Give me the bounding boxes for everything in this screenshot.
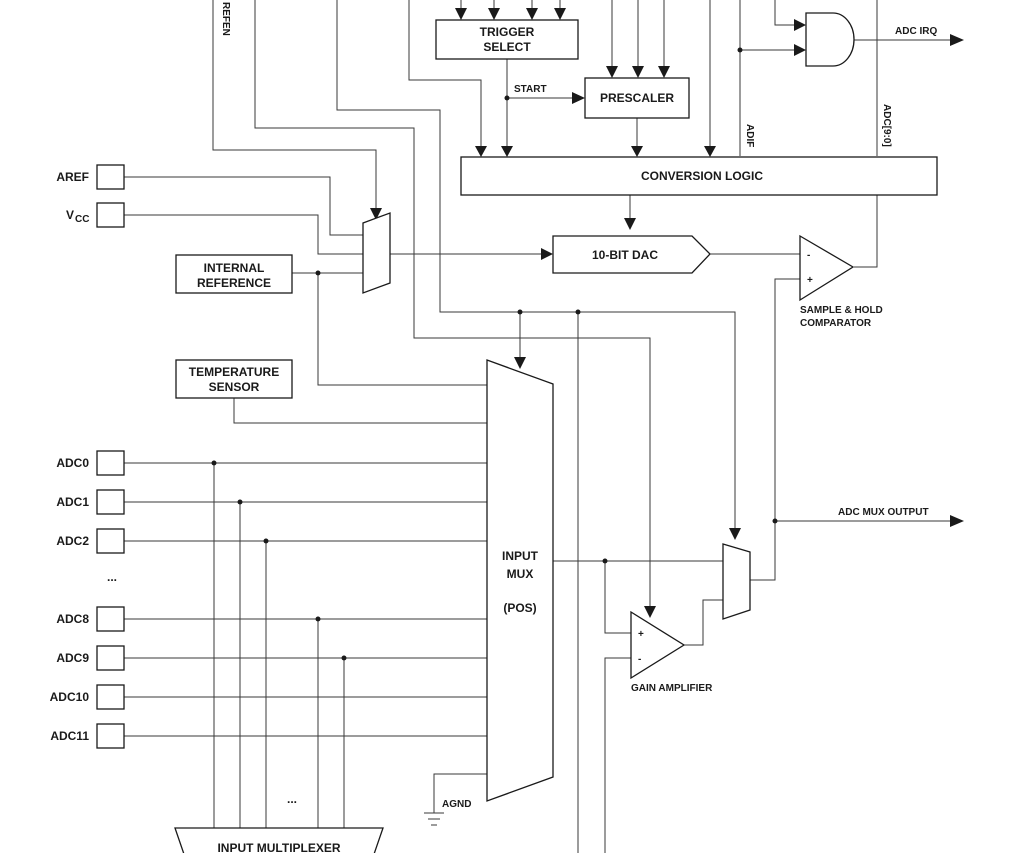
sample-hold-comparator: - + SAMPLE & HOLD COMPARATOR [799,234,883,329]
temperature-sensor-block: TEMPERATURE SENSOR [175,359,293,399]
pin-label-adc1: ADC1 [56,495,89,509]
pin-label-adc0: ADC0 [56,456,89,470]
prescaler-block: PRESCALER [584,77,690,119]
internal-reference-label-1: INTERNAL [204,261,265,275]
vcc-subscript: CC [75,214,89,225]
reference-mux [362,212,391,294]
pin-vcc: V CC [66,202,125,228]
input-mux-block: INPUT MUX (POS) [486,359,554,802]
input-multiplexer-label: INPUT MULTIPLEXER [217,841,340,853]
prescaler-label: PRESCALER [600,91,674,105]
adc-mux-output-label: ADC MUX OUTPUT [838,507,929,518]
conversion-logic-block: CONVERSION LOGIC [460,156,938,196]
amplifier-plus-sign: + [638,629,644,640]
input-multiplexer-block: INPUT MULTIPLEXER [174,827,384,853]
comparator-minus-sign: - [807,250,810,261]
channel-ellipsis: ... [107,570,117,584]
pin-label-adc10: ADC10 [50,690,90,704]
conversion-logic-label: CONVERSION LOGIC [641,169,763,183]
input-mux-label-2: MUX [507,567,534,581]
adc-bus-signal-label: ADC[9:0] [881,104,892,147]
input-mux-label-3: (POS) [503,601,536,615]
pin-label-adc2: ADC2 [56,534,89,548]
temperature-sensor-label-1: TEMPERATURE [189,365,279,379]
internal-reference-block: INTERNAL REFERENCE [175,254,293,294]
adc-channel-pins: ADC0 ADC1 ADC2 ... ADC8 ADC9 ADC10 ADC11 [50,450,125,749]
gain-select-mux [722,543,751,620]
adc-irq-label: ADC IRQ [895,26,937,37]
start-signal-label: START [514,84,547,95]
trigger-select-label-2: SELECT [483,40,531,54]
pin-label-adc11: ADC11 [50,729,89,743]
input-mux-label-1: INPUT [502,549,539,563]
arrowheads [370,8,964,618]
internal-reference-label-2: REFERENCE [197,276,271,290]
refen-signal-label: REFEN [220,2,231,36]
amplifier-minus-sign: - [638,654,641,665]
temperature-sensor-label-2: SENSOR [209,380,260,394]
junction-dots [211,47,778,661]
pin-label-adc9: ADC9 [56,651,89,665]
dac-block: 10-BIT DAC [552,235,711,274]
pin-label-adc8: ADC8 [56,612,89,626]
gain-amplifier-label: GAIN AMPLIFIER [631,683,713,694]
trigger-select-label-1: TRIGGER [480,25,535,39]
agnd-label: AGND [442,799,471,810]
aref-label: AREF [56,170,89,184]
bus-ellipsis: ... [287,792,297,806]
sample-hold-label-2: COMPARATOR [800,318,872,329]
pin-aref: AREF [56,164,125,190]
comparator-plus-sign: + [807,275,813,286]
adif-signal-label: ADIF [744,124,755,147]
and-gate-icon [805,12,855,67]
trigger-select-block: TRIGGER SELECT [435,19,579,60]
dac-label: 10-BIT DAC [592,248,658,262]
sample-hold-label-1: SAMPLE & HOLD [800,305,883,316]
wiring [124,0,952,853]
vcc-label: V [66,208,74,222]
gain-amplifier: + - GAIN AMPLIFIER [630,610,713,694]
